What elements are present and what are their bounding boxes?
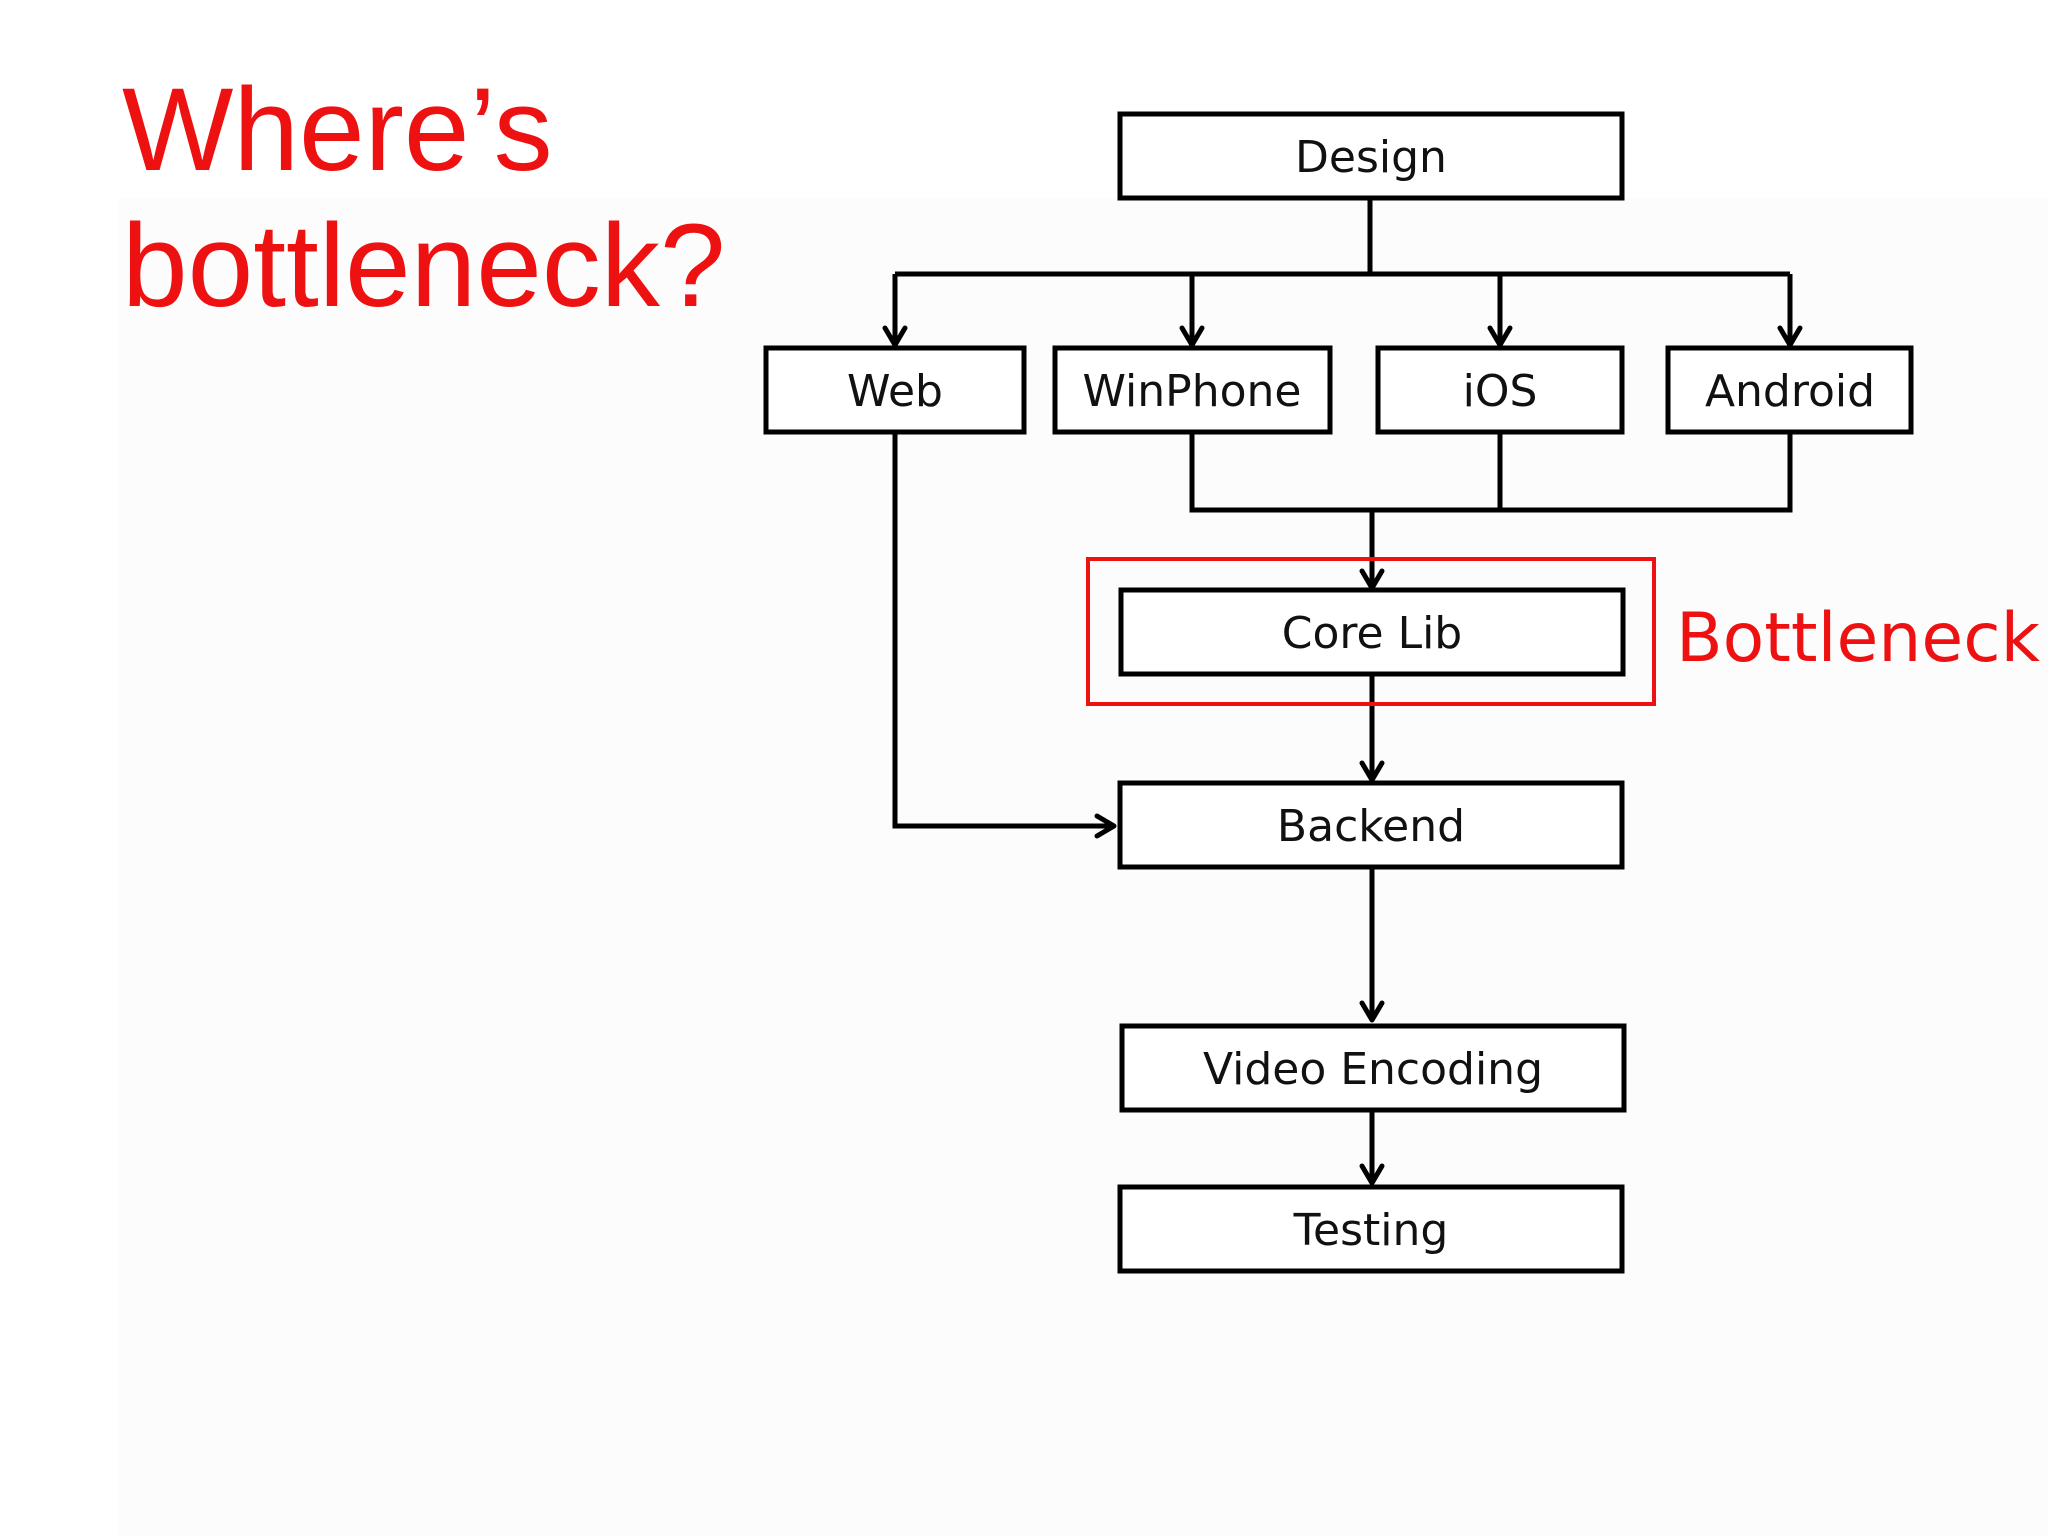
arrowhead-ios bbox=[1487, 325, 1513, 348]
node-video-encoding: Video Encoding bbox=[1119, 1023, 1627, 1113]
slide-title: Where’s bottleneck? bbox=[122, 64, 726, 332]
arrowhead-backend-from-web bbox=[1094, 813, 1117, 839]
connectors bbox=[882, 198, 1803, 1186]
node-testing-label: Testing bbox=[1293, 1205, 1449, 1256]
node-design-box bbox=[1117, 111, 1625, 201]
node-testing-box bbox=[1117, 1184, 1625, 1274]
node-web-label: Web bbox=[847, 366, 943, 417]
arrowhead-winphone bbox=[1179, 325, 1205, 348]
arrowhead-testing bbox=[1359, 1163, 1385, 1186]
arrowhead-video-encoding bbox=[1359, 1000, 1385, 1023]
node-ios: iOS bbox=[1375, 345, 1625, 435]
arrowhead-android bbox=[1777, 325, 1803, 348]
node-backend: Backend bbox=[1117, 780, 1625, 870]
arrowhead-web bbox=[882, 325, 908, 348]
node-android-box bbox=[1665, 345, 1914, 435]
bottleneck-frame bbox=[1086, 557, 1656, 706]
arrowhead-backend bbox=[1359, 760, 1385, 783]
node-design: Design bbox=[1117, 111, 1625, 201]
node-core-lib-box bbox=[1118, 587, 1626, 677]
node-web: Web bbox=[763, 345, 1027, 435]
node-video-encoding-label: Video Encoding bbox=[1203, 1044, 1543, 1095]
node-winphone: WinPhone bbox=[1052, 345, 1333, 435]
node-android-label: Android bbox=[1705, 366, 1875, 417]
bottleneck-highlight: Bottleneck bbox=[1086, 557, 2041, 706]
node-core-lib-label: Core Lib bbox=[1282, 608, 1463, 659]
node-backend-box bbox=[1117, 780, 1625, 870]
node-ios-label: iOS bbox=[1463, 366, 1538, 417]
edge-platforms-merge bbox=[1189, 432, 1793, 513]
node-testing: Testing bbox=[1117, 1184, 1625, 1274]
node-android: Android bbox=[1665, 345, 1914, 435]
edge-web-to-backend bbox=[892, 432, 1114, 829]
node-winphone-box bbox=[1052, 345, 1333, 435]
node-ios-box bbox=[1375, 345, 1625, 435]
node-backend-label: Backend bbox=[1277, 801, 1465, 852]
node-core-lib: Core Lib bbox=[1118, 587, 1626, 677]
node-design-label: Design bbox=[1295, 132, 1447, 183]
node-web-box bbox=[763, 345, 1027, 435]
node-video-encoding-box bbox=[1119, 1023, 1627, 1113]
bottleneck-label: Bottleneck bbox=[1676, 599, 2041, 678]
node-winphone-label: WinPhone bbox=[1083, 366, 1302, 417]
